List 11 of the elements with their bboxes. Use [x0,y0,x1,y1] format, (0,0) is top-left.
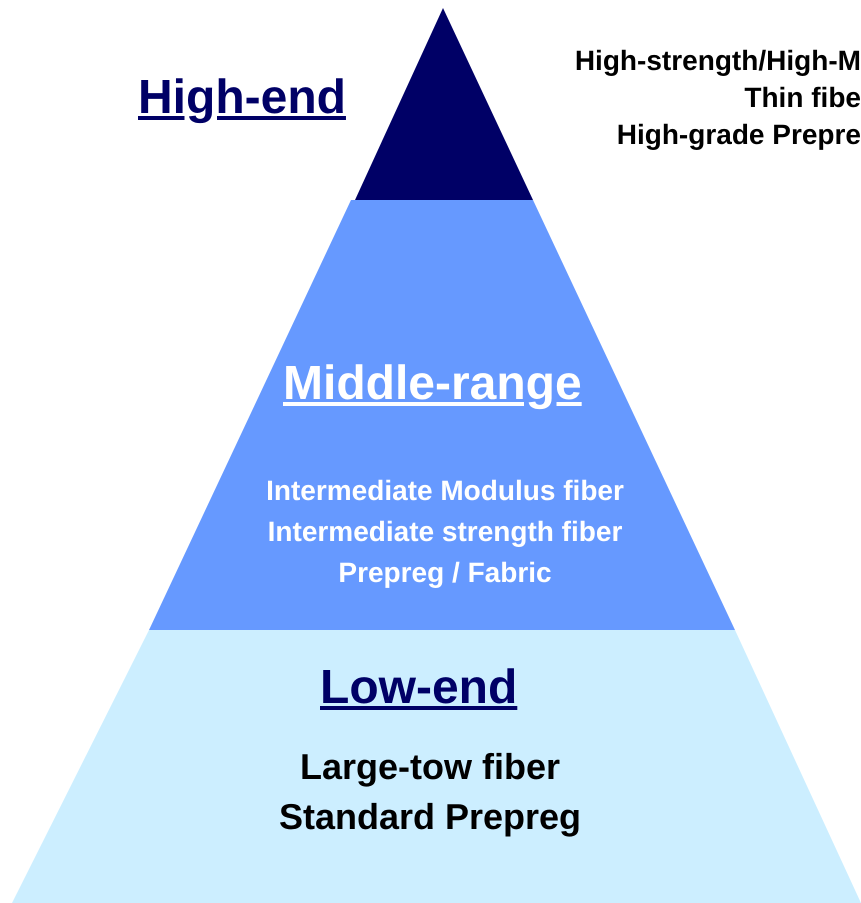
tier-item: Thin fibe [744,81,861,115]
tier-item: High-strength/High-M [574,44,861,78]
tier-item: Intermediate strength fiber [268,515,622,549]
tier-item: Intermediate Modulus fiber [266,474,624,508]
tier-heading: Low-end [320,660,518,716]
tier-item: Large-tow fiber [300,745,560,789]
tier-heading: High-end [138,70,346,126]
tier-item: Standard Prepreg [278,795,582,839]
tier-item: High-grade Prepre [616,118,861,152]
tier-heading: Middle-range [283,356,582,412]
tier-item: Prepreg / Fabric [338,556,552,590]
